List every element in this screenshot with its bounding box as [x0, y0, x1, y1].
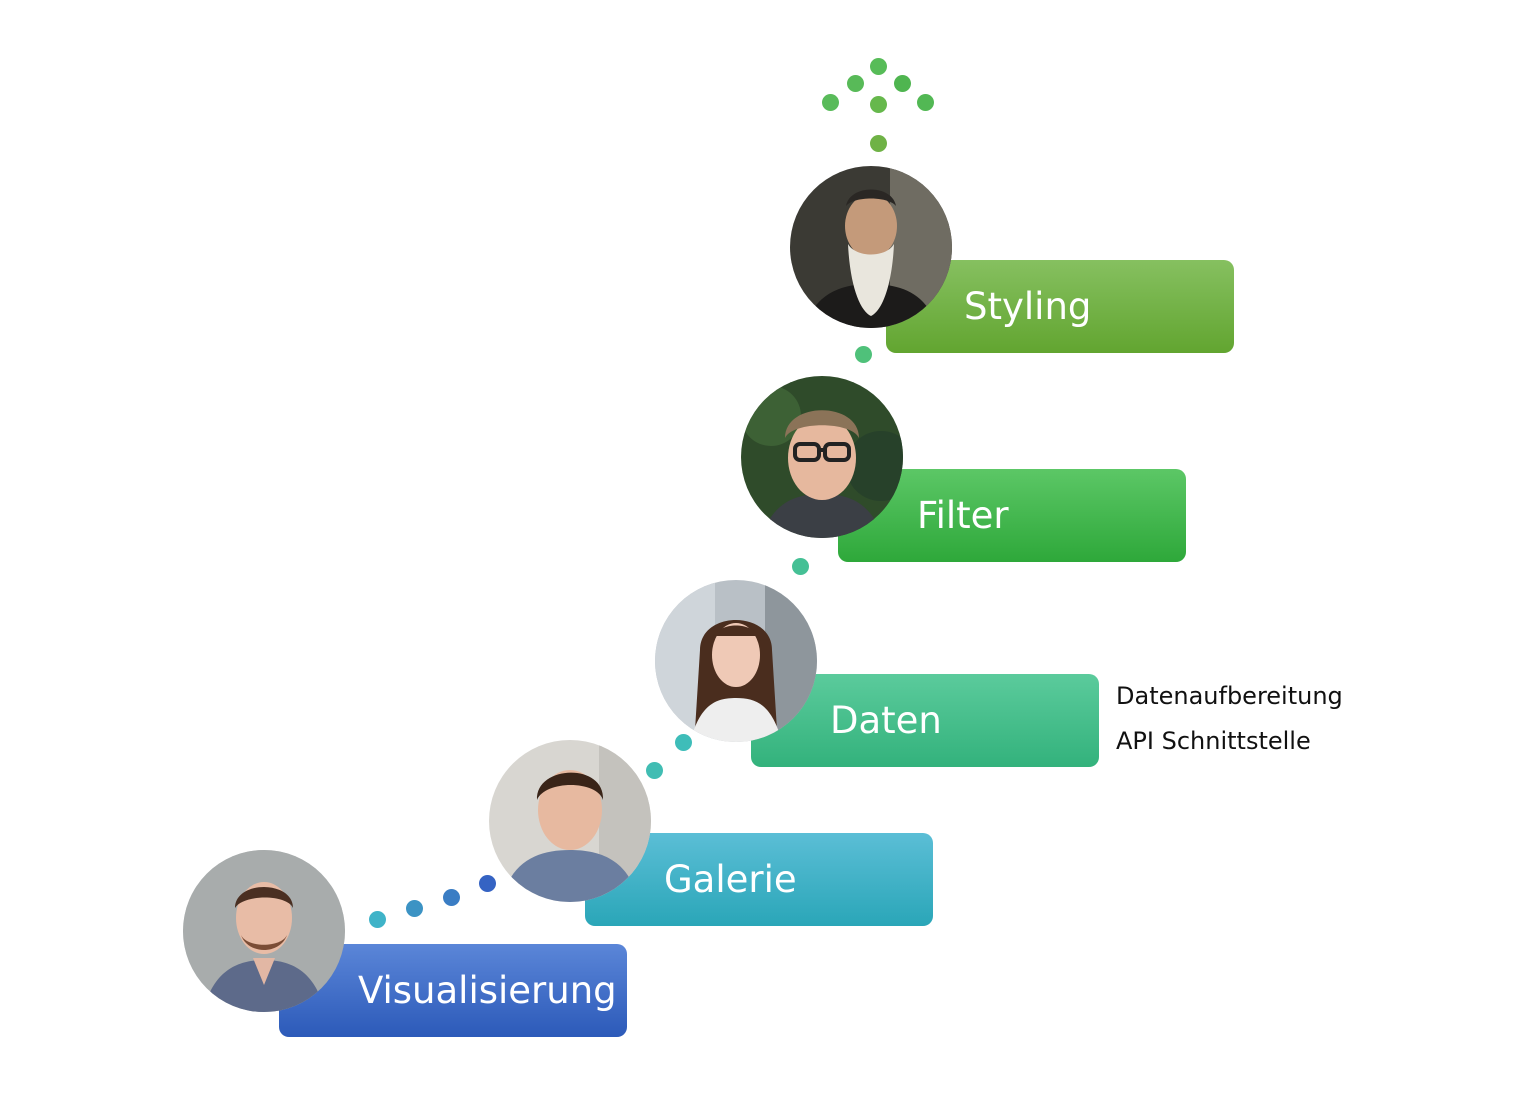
connector-dot: [675, 734, 692, 751]
avatar: [741, 376, 903, 538]
step-label: Visualisierung: [358, 969, 617, 1012]
connector-dot: [479, 875, 496, 892]
connector-dot: [369, 911, 386, 928]
arrow-dot: [870, 135, 887, 152]
avatar: [183, 850, 345, 1012]
arrow-dot: [917, 94, 934, 111]
arrow-dot: [822, 94, 839, 111]
arrow-dot: [894, 75, 911, 92]
step-label: Daten: [830, 699, 942, 742]
step-label: Filter: [917, 494, 1009, 537]
connector-dot: [792, 558, 809, 575]
avatar: [655, 580, 817, 742]
daten-note: API Schnittstelle: [1116, 727, 1311, 755]
connector-dot: [855, 346, 872, 363]
connector-dot: [443, 889, 460, 906]
avatar: [489, 740, 651, 902]
step-label: Galerie: [664, 858, 797, 901]
arrow-dot: [870, 96, 887, 113]
arrow-dot: [847, 75, 864, 92]
step-visualisierung: Visualisierung: [279, 944, 627, 1037]
connector-dot: [646, 762, 663, 779]
step-label: Styling: [964, 285, 1092, 328]
avatar: [790, 166, 952, 328]
connector-dot: [406, 900, 423, 917]
daten-note: Datenaufbereitung: [1116, 682, 1343, 710]
arrow-dot: [870, 58, 887, 75]
